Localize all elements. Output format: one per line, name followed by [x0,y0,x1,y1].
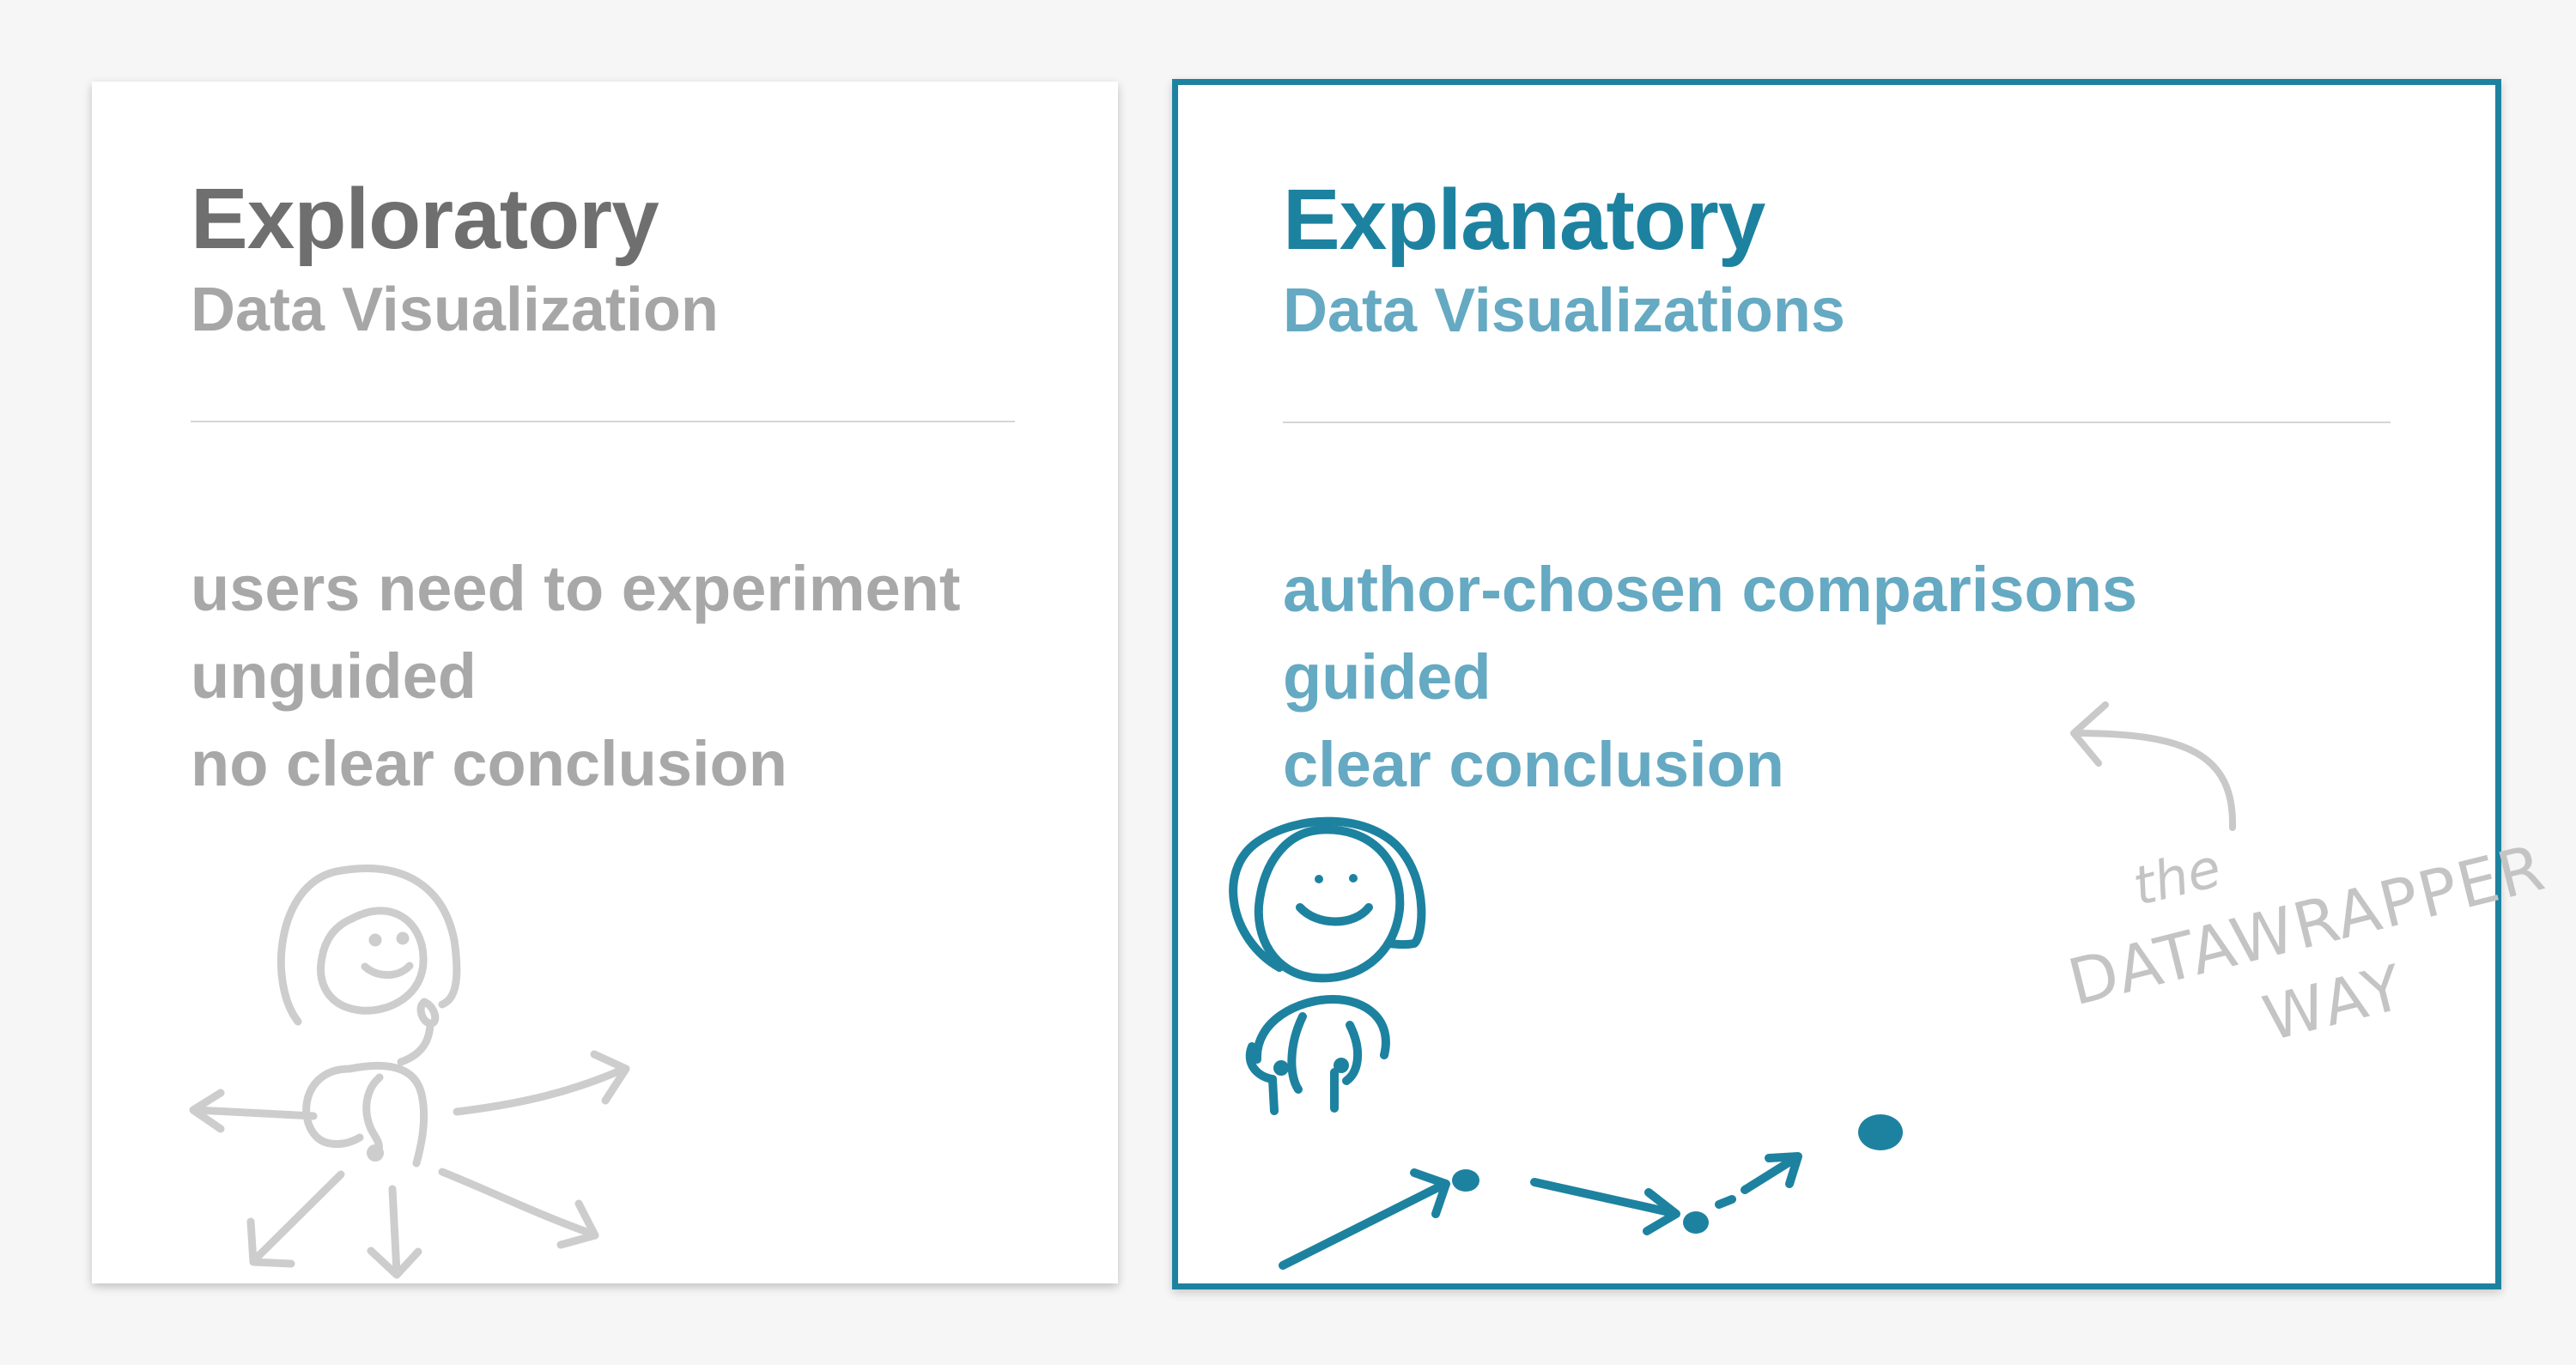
exploratory-points: users need to experiment unguided no cle… [191,545,961,808]
explanatory-subtitle: Data Visualizations [1283,276,1845,345]
explanatory-divider [1283,422,2391,423]
confused-figure-with-arrows-icon [189,864,630,1279]
exploratory-point: unguided [191,640,477,712]
explanatory-point: guided [1283,641,1492,713]
exploratory-point: users need to experiment [191,553,961,624]
guided-figure-with-path-icon [1229,816,1903,1270]
exploratory-divider [191,421,1015,422]
curved-arrow-icon [2070,701,2237,831]
exploratory-point: no clear conclusion [191,728,787,799]
explanatory-point: clear conclusion [1283,729,1784,800]
exploratory-subtitle: Data Visualization [191,276,719,344]
explanatory-title: Explanatory [1283,172,1765,268]
datawrapper-way-annotation: the DATAWRAPPER WAY [2062,831,2553,1055]
explanatory-point: author-chosen comparisons [1283,554,2138,625]
exploratory-card: Exploratory Data Visualization users nee… [92,82,1118,1283]
annotation-line1: the [2127,836,2227,918]
explanatory-card: Explanatory Data Visualizations author-c… [1172,79,2553,1289]
exploratory-title: Exploratory [191,171,659,267]
explanatory-points: author-chosen comparisons guided clear c… [1283,546,2137,809]
